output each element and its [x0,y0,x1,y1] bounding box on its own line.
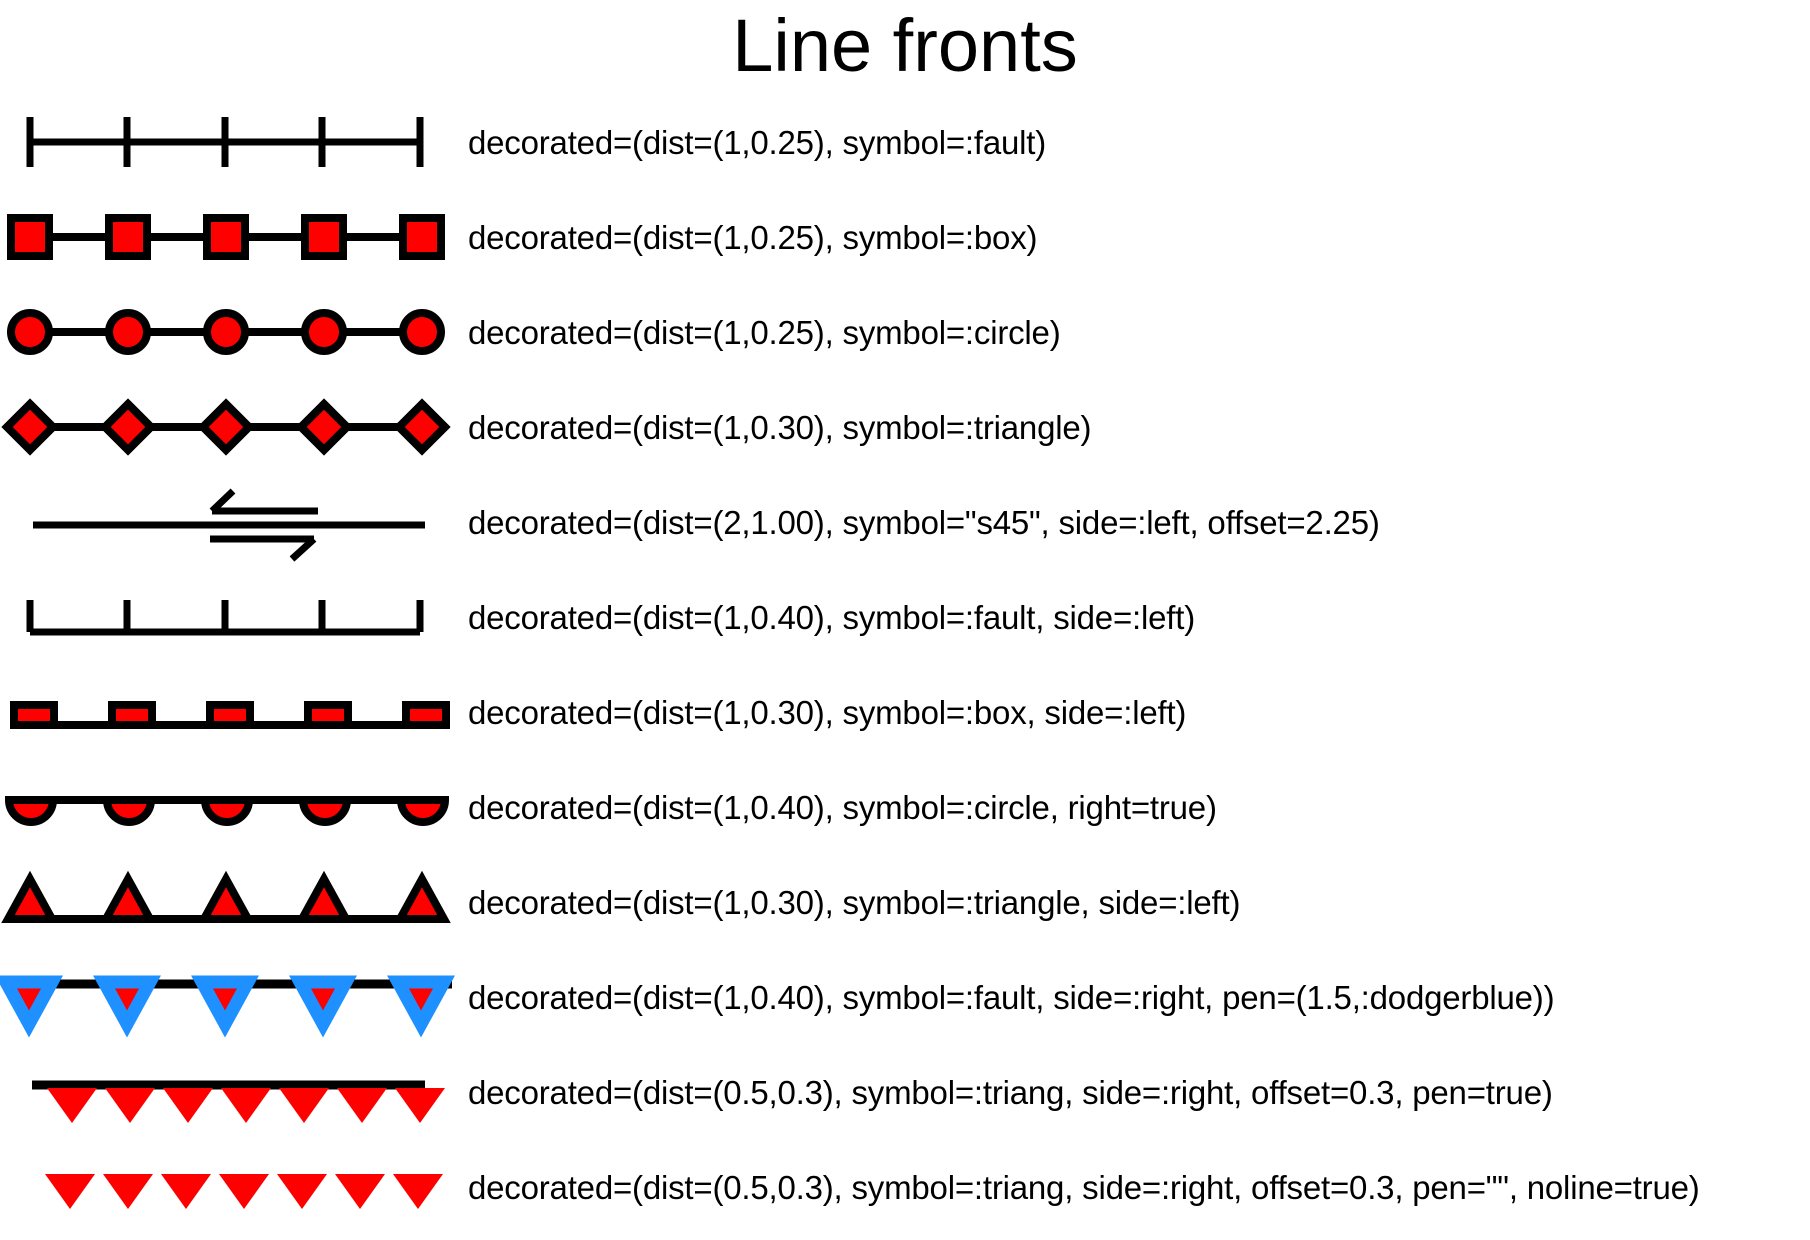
row-fault-left: decorated=(dist=(1,0.40), symbol=:fault,… [0,570,1810,665]
row-triang-pen-true: decorated=(dist=(0.5,0.3), symbol=:trian… [0,1045,1810,1140]
row-s45: decorated=(dist=(2,1.00), symbol="s45", … [0,475,1810,570]
row-triangle-left: decorated=(dist=(1,0.30), symbol=:triang… [0,855,1810,950]
row-circle-right: decorated=(dist=(1,0.40), symbol=:circle… [0,760,1810,855]
fault-ticks-down-line-icon [0,570,460,665]
fault-ticks-line-icon [0,95,460,190]
row-label: decorated=(dist=(1,0.40), symbol=:fault,… [468,978,1555,1016]
row-label: decorated=(dist=(1,0.25), symbol=:box) [468,218,1038,256]
row-label: decorated=(dist=(1,0.40), symbol=:circle… [468,788,1217,826]
row-label: decorated=(dist=(1,0.30), symbol=:triang… [468,883,1241,921]
triangle-up-symbols-line-icon [0,855,460,950]
line-front-rows: decorated=(dist=(1,0.25), symbol=:fault)… [0,95,1810,1235]
page-title: Line fronts [732,4,1078,87]
half-box-symbols-line-icon [0,665,460,760]
triangle-down-blue-outline-line-icon [0,950,460,1045]
triangle-down-row-noline-icon [0,1140,460,1235]
row-label: decorated=(dist=(1,0.25), symbol=:circle… [468,313,1061,351]
row-label: decorated=(dist=(0.5,0.3), symbol=:trian… [468,1073,1553,1111]
row-triangle-diamond: decorated=(dist=(1,0.30), symbol=:triang… [0,380,1810,475]
half-circle-symbols-line-icon [0,760,460,855]
row-fault-dodgerblue: decorated=(dist=(1,0.40), symbol=:fault,… [0,950,1810,1045]
strike-slip-arrows-line-icon [0,475,460,570]
row-label: decorated=(dist=(1,0.40), symbol=:fault,… [468,598,1195,636]
row-label: decorated=(dist=(0.5,0.3), symbol=:trian… [468,1168,1700,1206]
row-fault: decorated=(dist=(1,0.25), symbol=:fault) [0,95,1810,190]
row-box: decorated=(dist=(1,0.25), symbol=:box) [0,190,1810,285]
row-circle: decorated=(dist=(1,0.25), symbol=:circle… [0,285,1810,380]
circle-symbols-line-icon [0,285,460,380]
row-label: decorated=(dist=(1,0.30), symbol=:box, s… [468,693,1187,731]
row-label: decorated=(dist=(1,0.30), symbol=:triang… [468,408,1092,446]
row-label: decorated=(dist=(2,1.00), symbol="s45", … [468,503,1380,541]
row-label: decorated=(dist=(1,0.25), symbol=:fault) [468,123,1047,161]
box-symbols-line-icon [0,190,460,285]
row-box-left: decorated=(dist=(1,0.30), symbol=:box, s… [0,665,1810,760]
diamond-symbols-line-icon [0,380,460,475]
triangle-down-row-line-icon [0,1045,460,1140]
row-triang-noline: decorated=(dist=(0.5,0.3), symbol=:trian… [0,1140,1810,1235]
